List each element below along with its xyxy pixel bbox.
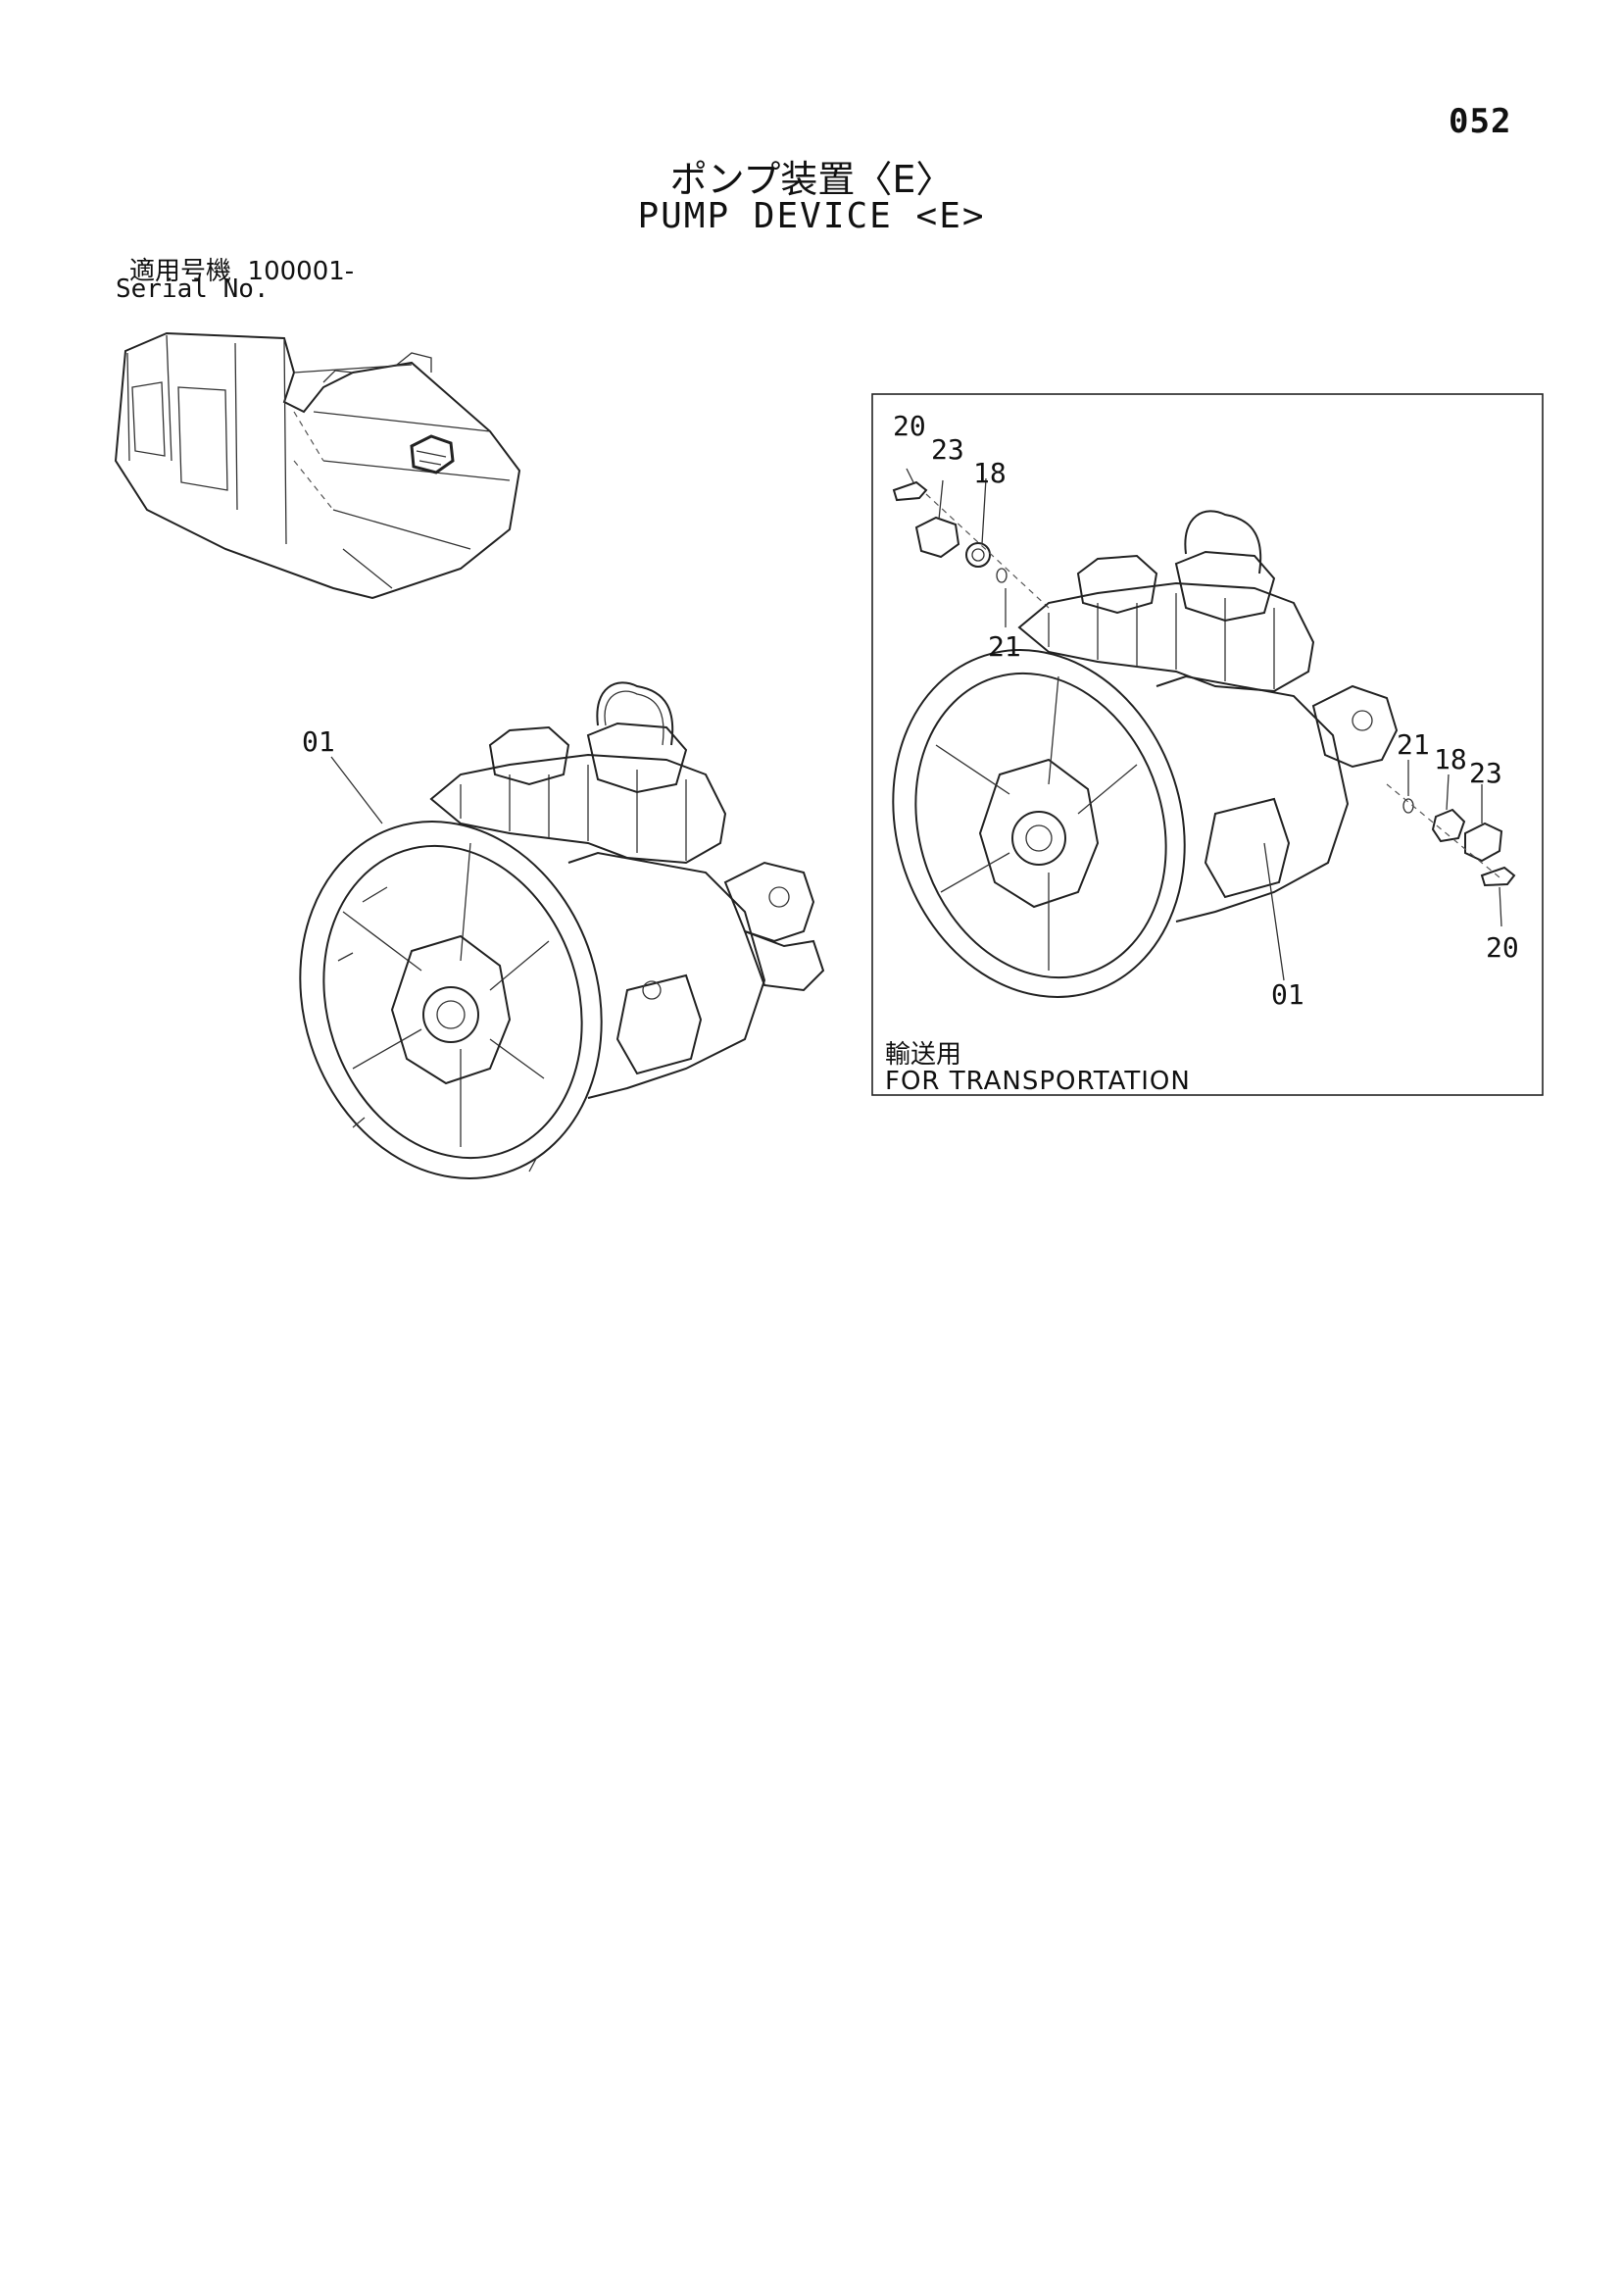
transportation-inset — [871, 393, 1544, 1096]
transport-note-japanese: 輸送用 — [885, 1040, 962, 1070]
callout-23-right: 23 — [1469, 757, 1502, 789]
callout-18-upper: 18 — [973, 457, 1007, 489]
serial-number-label: Serial No. — [116, 275, 270, 304]
page-number: 052 — [1449, 102, 1512, 141]
title-japanese: ポンプ装置〈E〉 — [669, 158, 954, 201]
pump-location-marker — [410, 434, 455, 474]
callout-01-transport: 01 — [1271, 978, 1304, 1011]
transport-note-english: FOR TRANSPORTATION — [885, 1067, 1191, 1096]
callout-21-upper: 21 — [988, 630, 1021, 663]
callout-21-right: 21 — [1397, 728, 1430, 761]
callout-23-upper: 23 — [931, 433, 964, 466]
callout-20-right: 20 — [1486, 931, 1519, 964]
callout-01-main: 01 — [302, 725, 335, 758]
callout-18-right: 18 — [1434, 743, 1467, 775]
pump-device-main-drawing — [299, 681, 825, 1179]
title-english: PUMP DEVICE <E> — [637, 196, 986, 236]
excavator-location-drawing — [114, 331, 521, 600]
serial-applicable-japanese: 適用号機 100001- — [129, 257, 355, 286]
callout-20-upper: 20 — [893, 410, 926, 442]
